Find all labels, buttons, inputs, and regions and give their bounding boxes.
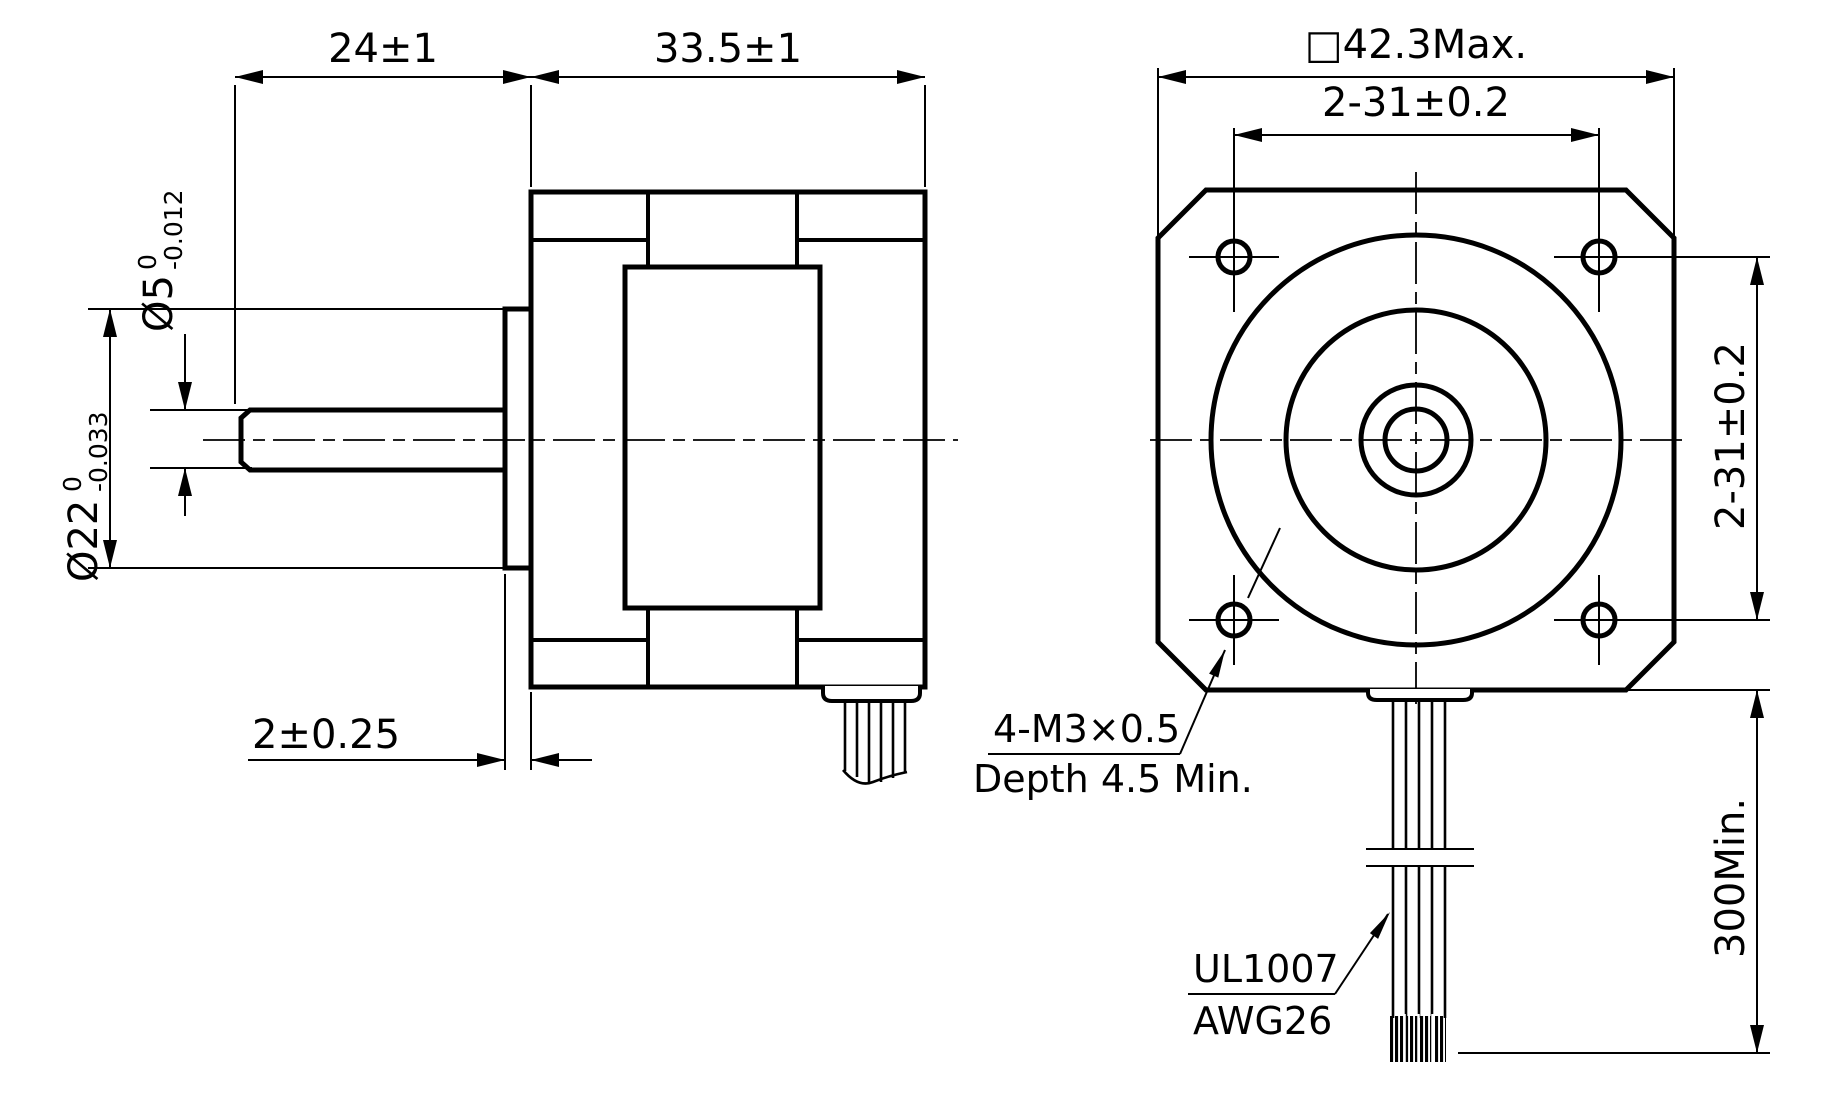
- arrowhead: [1234, 128, 1262, 142]
- arrowhead: [477, 753, 505, 767]
- wire-bundle-front: [1366, 700, 1474, 1064]
- wire-grommet-side: [821, 686, 922, 703]
- mounting-note-line1: 4-M3×0.5: [993, 707, 1180, 751]
- dim-boss-diameter-label: Ø22 0 -0.033: [58, 411, 113, 582]
- side-view-dimensions: 24±1 33.5±1 Ø5 0 -0.012 Ø22 0 -0.033: [58, 26, 926, 770]
- dim-shaft-diameter-label: Ø5 0 -0.012: [133, 189, 188, 332]
- dim-hole-spacing-right-label: 2-31±0.2: [1708, 342, 1754, 530]
- dim-lead-length-text: 300Min.: [1708, 798, 1754, 958]
- dim-boss-height-label: 2±0.25: [252, 712, 400, 758]
- arrowhead: [1750, 690, 1764, 718]
- mounting-note-line2: Depth 4.5 Min.: [973, 757, 1253, 801]
- arrowhead: [897, 70, 925, 84]
- arrowhead: [1750, 592, 1764, 620]
- boss-dia-nominal: Ø22: [61, 500, 107, 582]
- dim-shaft-length-label: 24±1: [328, 26, 438, 72]
- leader-line-extension: [1247, 527, 1281, 599]
- hole-centerlines: [1189, 128, 1770, 665]
- arrowhead: [178, 468, 192, 496]
- front-view: [1150, 128, 1770, 1064]
- arrowhead: [1750, 1025, 1764, 1053]
- arrowhead: [103, 540, 117, 568]
- wire-note-line2: AWG26: [1193, 999, 1332, 1043]
- arrowhead: [103, 309, 117, 337]
- arrowhead: [1750, 257, 1764, 285]
- side-view: [203, 189, 958, 785]
- arrowhead: [503, 70, 531, 84]
- wire-grommet-front: [1366, 689, 1474, 702]
- arrowhead: [531, 70, 559, 84]
- arrowhead: [235, 70, 263, 84]
- arrowhead: [178, 382, 192, 410]
- pilot-boss-circle: [1283, 307, 1549, 573]
- shaft-dia-lower-tol: -0.012: [159, 189, 188, 270]
- boss-dia-upper-tol: 0: [58, 476, 87, 492]
- front-view-dimensions: □42.3Max. 2-31±0.2 2-31±0.2 300Min. 4-M3…: [973, 22, 1770, 1054]
- pilot-boss: [502, 306, 534, 571]
- shaft-dia-upper-tol: 0: [133, 254, 162, 270]
- arrowhead: [1646, 70, 1674, 84]
- leader-arrowhead: [1369, 912, 1390, 939]
- leader-arrowhead: [1209, 650, 1225, 678]
- boss-dia-lower-tol: -0.033: [84, 411, 113, 492]
- dim-hole-spacing-right-text: 2-31±0.2: [1708, 342, 1754, 530]
- dim-square-label: □42.3Max.: [1305, 22, 1527, 68]
- dim-hole-spacing-top-label: 2-31±0.2: [1322, 80, 1510, 126]
- dim-lead-length-label: 300Min.: [1708, 798, 1754, 958]
- wire-note-line1: UL1007: [1193, 947, 1339, 991]
- shaft-dia-nominal: Ø5: [136, 275, 182, 332]
- stator-stack: [622, 264, 823, 611]
- arrowhead: [1571, 128, 1599, 142]
- arrowhead: [531, 753, 559, 767]
- dim-body-length-label: 33.5±1: [654, 26, 802, 72]
- arrowhead: [1158, 70, 1186, 84]
- wire-bundle-side: [842, 701, 908, 785]
